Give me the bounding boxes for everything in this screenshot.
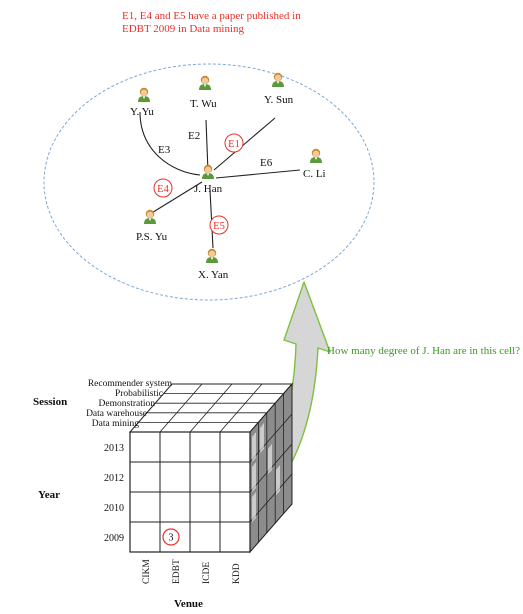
year-label: 2010 [104,503,124,514]
edge-e6-line [215,169,301,179]
session-label: Demonstration [99,399,156,409]
caption-line-2: EDBT 2009 in Data mining [122,23,245,35]
venue-label: EDBT [172,559,182,584]
edge-e5-line [209,189,214,249]
cell-highlight-value: 3 [169,533,174,544]
edge-e3-line [139,111,201,176]
session-label: Data warehouse [86,409,147,419]
year-label: 2009 [104,533,124,544]
edge-label-e2: E2 [188,130,200,142]
axis-title-year: Year [38,489,60,501]
node-label-twu: T. Wu [190,98,217,110]
edge-e1-line [213,117,276,171]
session-label: Recommender system [88,379,173,389]
venue-label: KDD [232,563,242,584]
edge-marker-e1 [224,133,244,153]
axis-title-venue: Venue [174,598,203,610]
edge-marker-e5 [209,215,229,235]
venue-label: ICDE [202,562,212,584]
cube-top-face [128,383,294,433]
edge-label-e6: E6 [260,157,273,169]
caption-line-1: E1, E4 and E5 have a paper published in [122,10,301,22]
edge-label-e3: E3 [158,144,171,156]
edge-marker-e4 [153,178,173,198]
edge-e4-line [149,181,203,215]
person-icon [199,75,211,90]
edge-label-e1: E1 [228,139,240,150]
node-label-ysun: Y. Sun [264,94,294,106]
edge-e2-line [205,119,209,173]
session-label: Probabilistic [115,389,163,399]
node-label-cli: C. Li [303,168,326,180]
year-label: 2012 [104,473,124,484]
question-text: How many degree of J. Han are in this ce… [327,345,520,357]
node-label-center: J. Han [194,183,223,195]
graph-edges [139,111,301,249]
person-icon [310,148,322,163]
person-icon [138,87,150,102]
person-icon [202,164,214,179]
year-label: 2013 [104,443,124,454]
node-label-xyan: X. Yan [198,269,229,281]
edge-label-e4: E4 [157,184,169,195]
cube-front-face [129,431,251,553]
session-label: Data mining [92,419,139,429]
node-label-yyu: Y. Yu [130,106,154,118]
venue-label: CIKM [142,559,152,584]
edge-label-e5: E5 [213,221,225,232]
person-icon [272,72,284,87]
node-label-psyu: P.S. Yu [136,231,168,243]
cube-right-face [249,382,293,554]
cell-highlight-marker [162,528,180,546]
axis-title-session: Session [33,396,67,408]
network-ellipse [43,63,375,301]
person-icon [206,248,218,263]
